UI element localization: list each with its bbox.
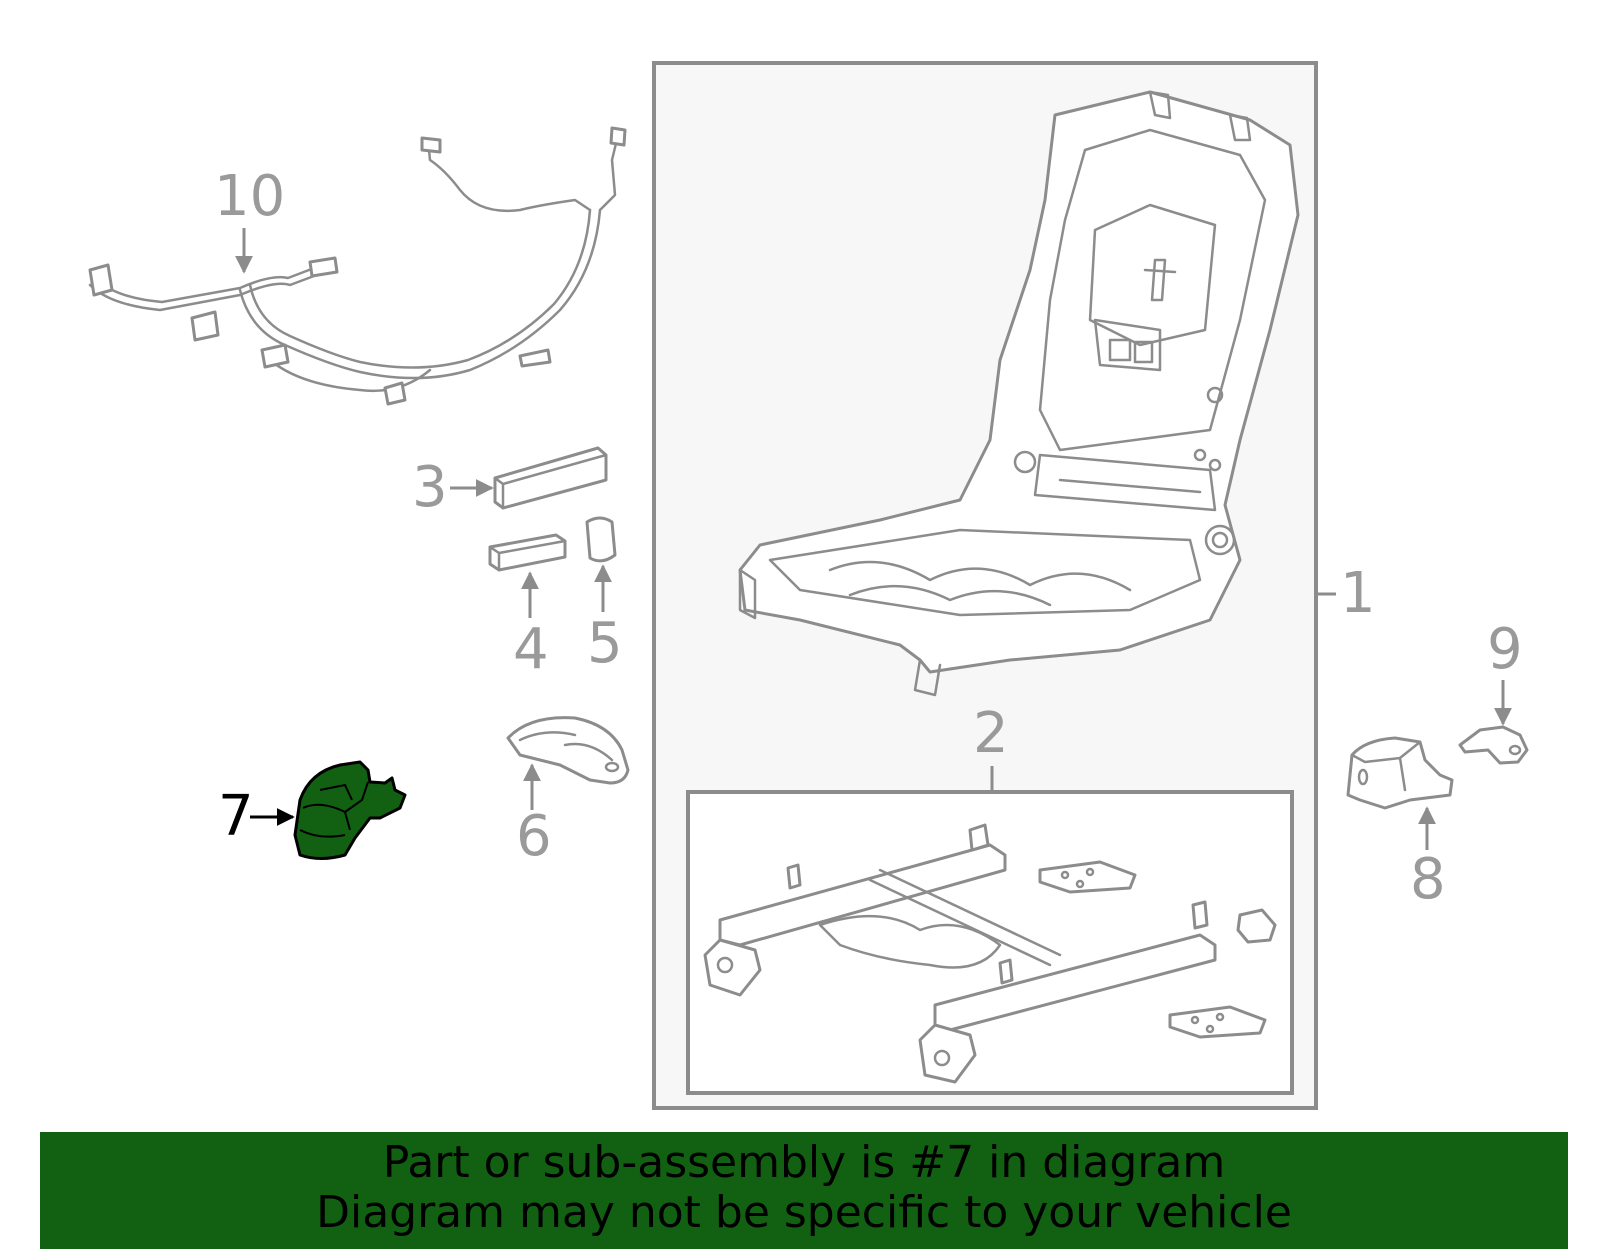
callout-3: 3 bbox=[412, 455, 448, 520]
seat-frame-part-1[interactable] bbox=[738, 90, 1300, 697]
callout-9: 9 bbox=[1487, 617, 1523, 682]
banner-line-1: Part or sub-assembly is #7 in diagram bbox=[382, 1137, 1226, 1188]
cover-part-6[interactable] bbox=[506, 716, 630, 785]
info-banner: Part or sub-assembly is #7 in diagram Di… bbox=[40, 1132, 1568, 1249]
bracket-part-9[interactable] bbox=[1458, 725, 1529, 765]
callout-10: 10 bbox=[214, 164, 285, 229]
callout-6: 6 bbox=[516, 804, 552, 869]
callout-2: 2 bbox=[973, 701, 1009, 766]
wire-harness-part-10[interactable] bbox=[88, 126, 627, 406]
cover-part-8[interactable] bbox=[1346, 736, 1454, 810]
callout-4: 4 bbox=[513, 617, 549, 682]
cap-part-4[interactable] bbox=[488, 533, 567, 572]
callout-5: 5 bbox=[587, 611, 623, 676]
trim-cover-part-3[interactable] bbox=[493, 446, 608, 510]
callout-1: 1 bbox=[1340, 561, 1376, 626]
seat-track-part-2[interactable] bbox=[703, 823, 1277, 1084]
leader-arrows bbox=[235, 228, 1512, 850]
cover-part-7-highlighted[interactable] bbox=[293, 760, 407, 860]
banner-line-2: Diagram may not be specific to your vehi… bbox=[316, 1187, 1292, 1238]
callout-7: 7 bbox=[218, 784, 254, 849]
callout-8: 8 bbox=[1410, 847, 1446, 912]
knob-part-5[interactable] bbox=[585, 516, 617, 563]
